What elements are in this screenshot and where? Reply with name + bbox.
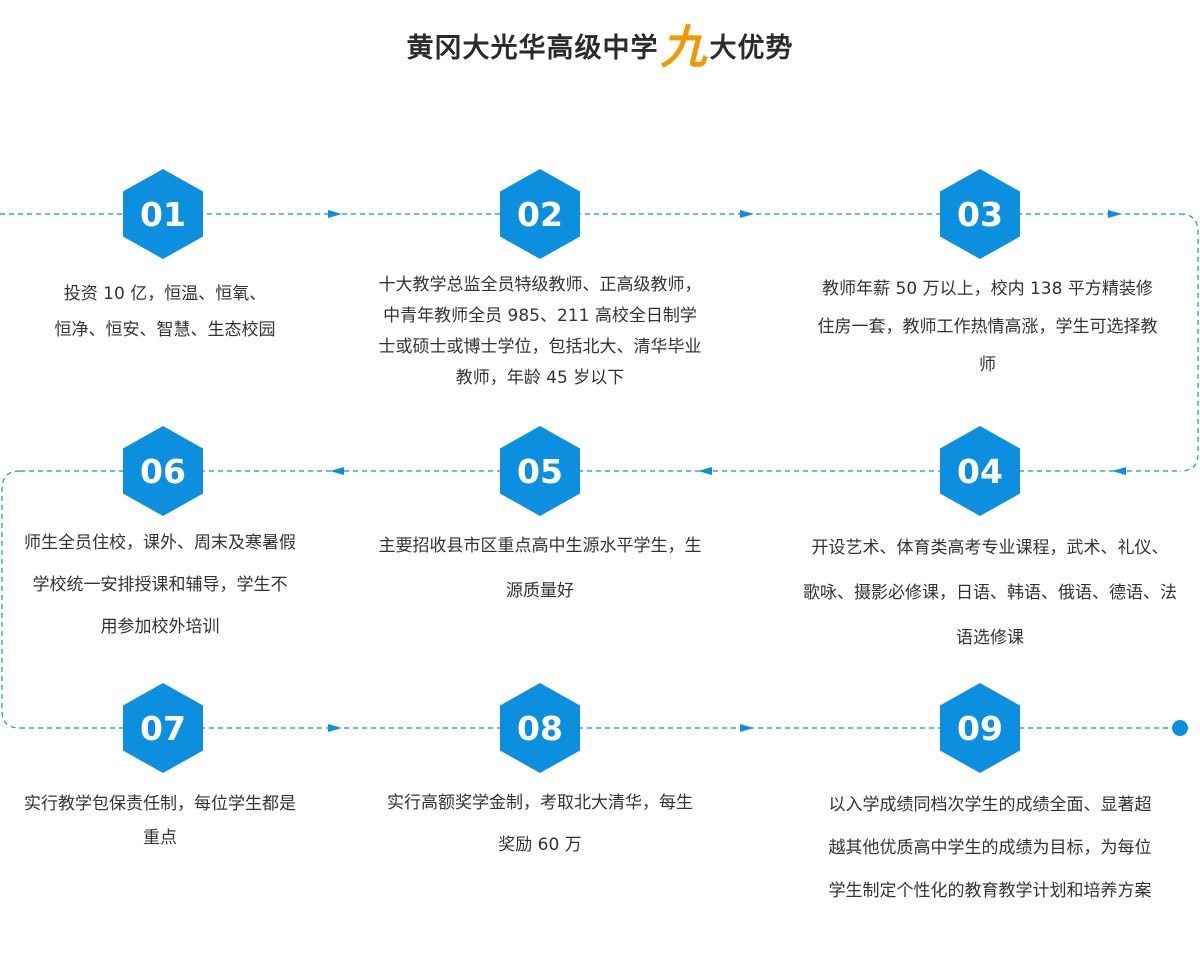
- step-02-text: 十大教学总监全员特级教师、正高级教师， 中青年教师全员 985、211 高校全日…: [378, 275, 702, 388]
- step-09-text: 以入学成绩同档次学生的成绩全面、显著超 越其他优质高中学生的成绩为目标，为每位 …: [828, 795, 1152, 901]
- arrow-left-icon: [330, 467, 344, 475]
- step-05-text: 主要招收县市区重点高中生源水平学生，生 源质量好: [378, 536, 702, 601]
- title-highlight: 九: [660, 20, 708, 74]
- step-04-text: 开设艺术、体育类高考专业课程，武术、礼仪、 歌咏、摄影必修课，日语、韩语、俄语、…: [803, 538, 1177, 648]
- arrow-right-icon: [328, 210, 342, 218]
- end-dot-icon: [1172, 720, 1188, 736]
- title-end: 大优势: [709, 33, 794, 64]
- arrow-left-icon: [1112, 467, 1126, 475]
- step-01-text: 投资 10 亿，恒温、恒氧、 恒净、恒安、智慧、生态校园: [54, 284, 276, 340]
- step-07-text: 实行教学包保责任制，每位学生都是 重点: [24, 794, 296, 848]
- step-08-text: 实行高额奖学金制，考取北大清华，每生 奖励 60 万: [387, 793, 693, 855]
- arrow-right-icon: [328, 724, 342, 732]
- page-title: 黄冈大光华高级中学九大优势: [0, 22, 1200, 74]
- left-connector: [1, 470, 21, 729]
- title-main: 黄冈大光华高级中学: [406, 33, 659, 64]
- arrow-right-icon: [740, 210, 754, 218]
- arrow-right-icon: [740, 724, 754, 732]
- step-03-text: 教师年薪 50 万以上，校内 138 平方精装修 住房一套，教师工作热情高涨，学…: [817, 279, 1158, 375]
- arrow-left-icon: [698, 467, 712, 475]
- right-connector: [1179, 213, 1199, 472]
- arrow-right-icon: [1108, 210, 1122, 218]
- step-06-text: 师生全员住校，课外、周末及寒暑假 学校统一安排授课和辅导，学生不 用参加校外培训: [24, 533, 296, 637]
